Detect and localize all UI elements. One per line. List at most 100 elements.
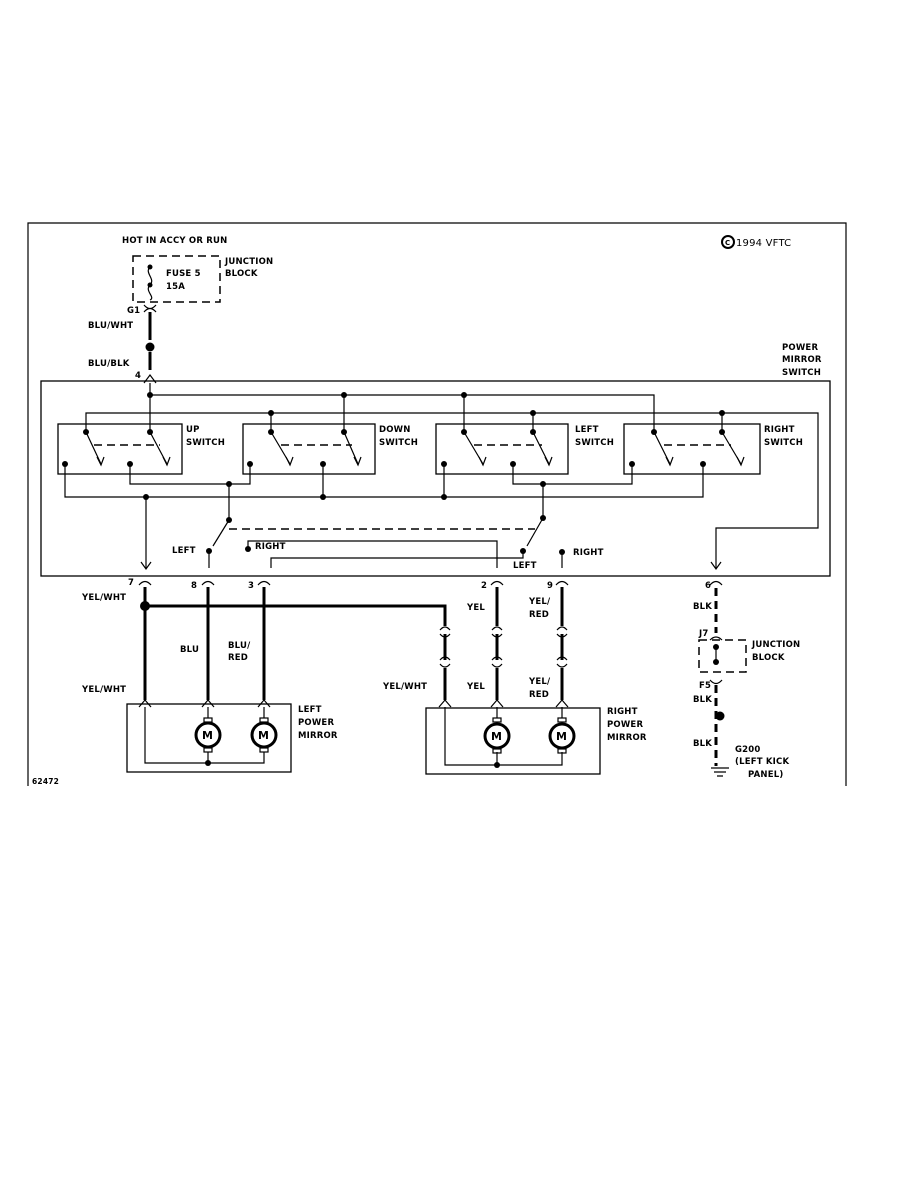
power-mirror-switch-label-3: SWITCH (782, 368, 821, 378)
junction-dot (719, 410, 725, 416)
fuse-rating: 15A (166, 282, 185, 292)
copyright-icon (721, 235, 735, 249)
left-switch-contacts (441, 429, 553, 467)
diagram-frame (27, 222, 847, 786)
connector-pin-8-label: 8 (191, 581, 197, 591)
connector-j7-icon (709, 636, 723, 641)
wire-inline-segments (443, 634, 564, 660)
svg-text:M: M (258, 729, 269, 742)
selector-right2-label: RIGHT (573, 548, 604, 558)
up-switch-contacts (62, 429, 171, 467)
arrow-down-icon (710, 561, 722, 571)
down-switch-label-1: DOWN (379, 425, 411, 435)
down-switch (242, 423, 376, 475)
connector-f5-icon (709, 679, 723, 685)
right-motor-2-icon: M (548, 717, 576, 754)
wire-yel-wht-right-label: YEL/WHT (382, 682, 427, 692)
left-mirror-label-3: MIRROR (298, 731, 338, 741)
svg-text:M: M (202, 729, 213, 742)
connector-g1-icon (143, 304, 157, 313)
left-motor-1-icon: M (194, 717, 222, 753)
junction-dot (540, 481, 546, 487)
junction-block-ground-label-1: JUNCTION (751, 640, 800, 650)
junction-dot (461, 392, 467, 398)
junction-dot (441, 494, 447, 500)
connector-pin-6-label: 6 (705, 581, 711, 591)
junction-block-top (132, 255, 221, 303)
fuse-terminal-bottom (147, 282, 153, 288)
switch-interconnect (64, 464, 704, 568)
right-switch (623, 423, 761, 475)
selector-left2-label: LEFT (513, 561, 537, 571)
splice-ground (715, 711, 725, 721)
up-switch-label-1: UP (186, 425, 200, 435)
left-power-mirror (126, 703, 292, 773)
right-motor-1-icon: M (483, 717, 511, 754)
power-mirror-switch-label-1: POWER (782, 343, 818, 353)
selector-switch (206, 515, 565, 568)
right-mirror-label-3: MIRROR (607, 733, 647, 743)
selector-left-label: LEFT (172, 546, 196, 556)
right-switch-contacts (629, 429, 745, 467)
left-motor-2-icon: M (250, 717, 278, 753)
wire-yel-wht-right (145, 604, 447, 700)
junction-dot (143, 494, 149, 500)
right-switch-label-1: RIGHT (764, 425, 795, 435)
connector-g1-label: G1 (127, 306, 140, 316)
ground-label-2: (LEFT KICK (735, 757, 789, 767)
down-switch-label-2: SWITCH (379, 438, 418, 448)
connector-f5-label: F5 (699, 681, 711, 691)
wire-yel-red-bottom-label-1: YEL/ (528, 677, 551, 687)
power-source-label: HOT IN ACCY OR RUN (122, 236, 227, 246)
splice-feed (145, 342, 155, 352)
junction-dot (530, 410, 536, 416)
ground-label-1: G200 (735, 745, 761, 755)
junction-dot (268, 410, 274, 416)
wire-blu-label: BLU (180, 645, 199, 655)
wire-blu-red-label-1: BLU/ (228, 641, 251, 651)
wire-yel-red-top-label-1: YEL/ (528, 597, 551, 607)
arrow-down-icon (140, 561, 152, 571)
junction-dot (226, 481, 232, 487)
svg-text:M: M (556, 730, 567, 743)
power-mirror-switch-label-2: MIRROR (782, 355, 822, 365)
wire-blu-red-label-2: RED (228, 653, 248, 663)
wire-yel-red-top-label-2: RED (529, 610, 549, 620)
junction-dot (147, 392, 153, 398)
wire-yel-wht-bottom-label: YEL/WHT (81, 685, 126, 695)
connector-pin-3-label: 3 (248, 581, 254, 591)
junction-block-ground (698, 639, 747, 673)
copyright-letter: C (725, 239, 730, 247)
right-mirror-label-1: RIGHT (607, 707, 638, 717)
right-switch-label-2: SWITCH (764, 438, 803, 448)
right-mirror-internals (438, 699, 569, 768)
fuse-terminal-top (147, 264, 153, 270)
wire-yel-top-label: YEL (466, 603, 485, 613)
figure-id: 62472 (32, 777, 59, 786)
connector-pin-9-label: 9 (547, 581, 553, 591)
wire-blu-wht-label: BLU/WHT (88, 321, 133, 331)
copyright-text: 1994 VFTC (736, 238, 791, 249)
junction-dot (320, 494, 326, 500)
wire-blk-label-2: BLK (693, 695, 712, 705)
left-mirror-internals (138, 699, 271, 766)
junction-block-top-label-2: BLOCK (225, 269, 258, 279)
left-switch-label-2: SWITCH (575, 438, 614, 448)
return-bus (85, 412, 819, 568)
wire-yel-wht-top-label: YEL/WHT (81, 593, 126, 603)
up-switch (57, 423, 183, 475)
inline-connector-icons (439, 626, 568, 668)
wire-yel-red-bottom-label-2: RED (529, 690, 549, 700)
left-mirror-label-1: LEFT (298, 705, 322, 715)
left-mirror-label-2: POWER (298, 718, 334, 728)
right-mirror-label-2: POWER (607, 720, 643, 730)
ground-icon (711, 767, 729, 777)
ground-label-3: PANEL) (748, 770, 783, 780)
connector-pin-2-label: 2 (481, 581, 487, 591)
wire-blu-blk-label: BLU/BLK (88, 359, 130, 369)
junction-block-ground-label-2: BLOCK (752, 653, 785, 663)
svg-text:M: M (491, 730, 502, 743)
left-switch-label-1: LEFT (575, 425, 599, 435)
right-power-mirror (425, 707, 601, 775)
